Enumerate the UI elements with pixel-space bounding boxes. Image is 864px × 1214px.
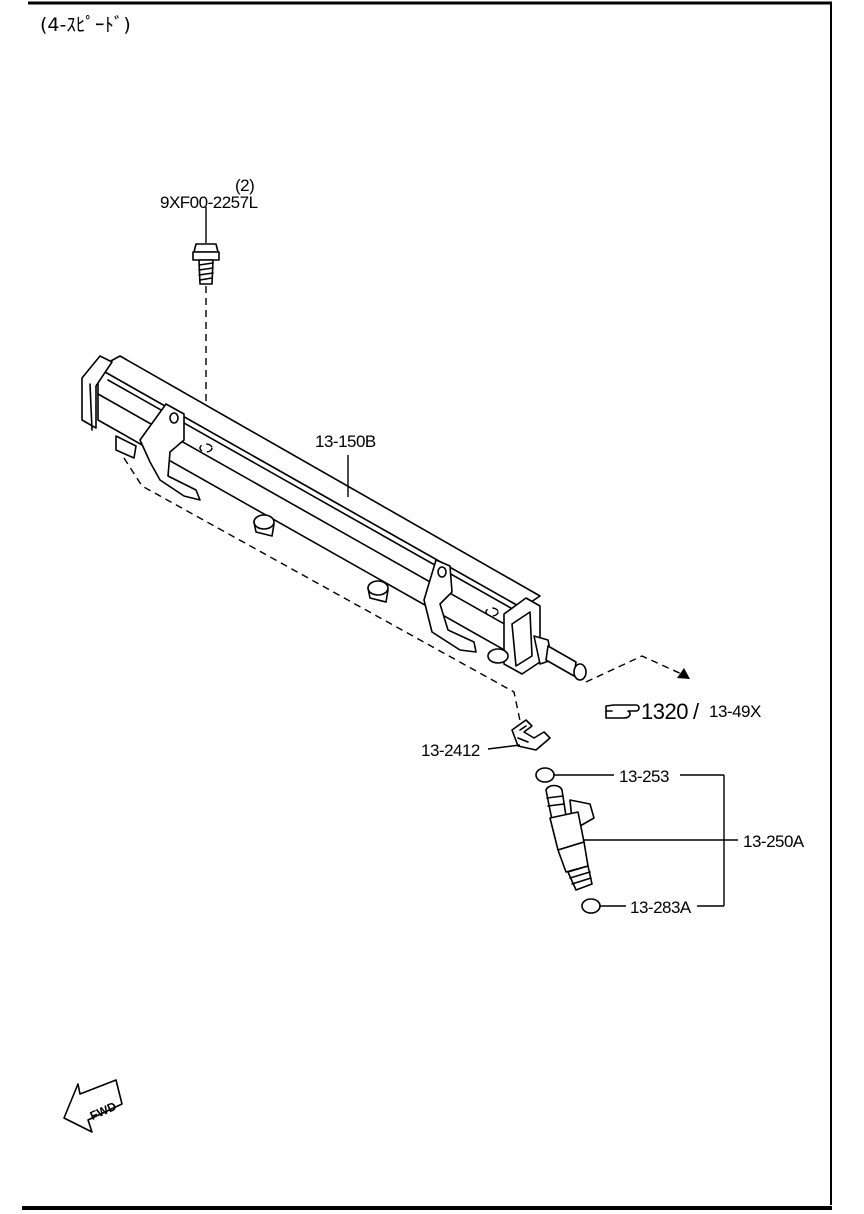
o-ring-lower-label: 13-283A <box>630 898 692 917</box>
reference-separator: / <box>693 699 700 724</box>
reference-sub: 13-49X <box>709 702 761 721</box>
o-ring-upper-label: 13-253 <box>619 767 669 786</box>
fuel-rail-drawing <box>81 355 587 681</box>
rail-guide-line <box>123 457 525 741</box>
fuel-rail-label: 13-150B <box>315 432 376 451</box>
bolt-qty-label: (2) <box>235 176 254 195</box>
injector-label: 13-250A <box>743 832 805 851</box>
fwd-arrow-icon: FWD <box>63 1079 123 1133</box>
bolt-part-label: 9XF00-2257L <box>160 193 258 212</box>
outlet-arrowhead <box>677 668 690 679</box>
clip-drawing <box>511 719 551 751</box>
clip-leader <box>487 744 521 750</box>
reference-main: 1320 <box>641 699 688 724</box>
bolt-drawing <box>192 207 220 285</box>
clip-label: 13-2412 <box>421 741 480 760</box>
o-ring-lower-drawing <box>581 898 601 914</box>
pointing-hand-icon <box>605 704 640 719</box>
outlet-guide-line <box>585 655 687 683</box>
o-ring-upper-drawing <box>535 767 555 783</box>
variant-header: (4-ｽﾋﾟｰﾄﾞ) <box>40 14 131 36</box>
injector-drawing <box>545 784 595 891</box>
